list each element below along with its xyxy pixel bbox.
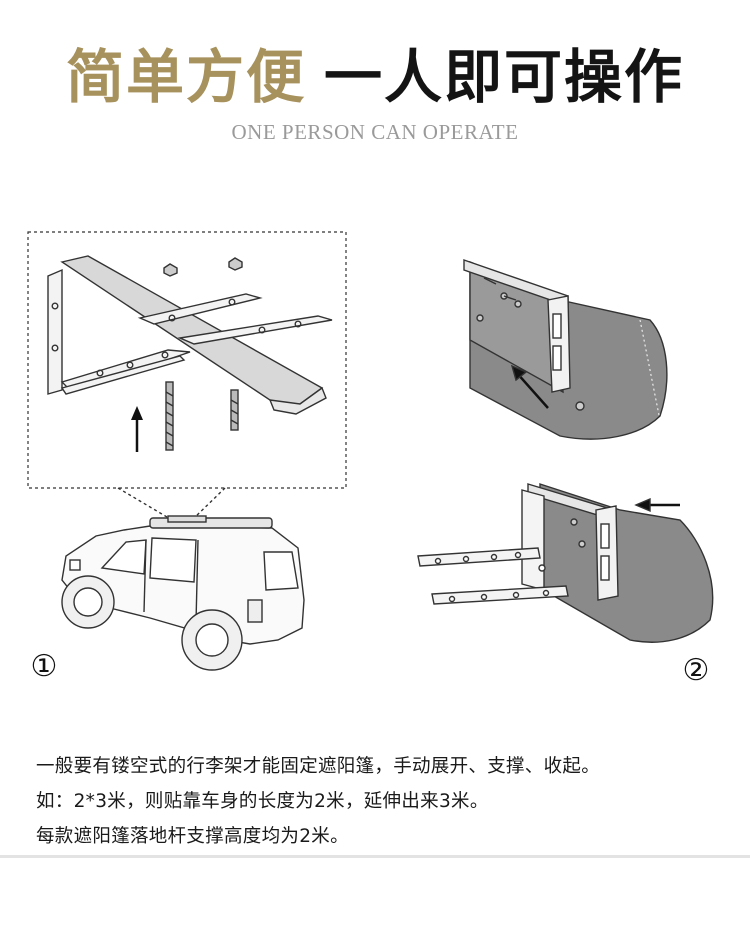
caption-line-2: 如：2*3米，则贴靠车身的长度为2米，延伸出来3米。 xyxy=(36,791,489,812)
car-illustration xyxy=(61,515,305,671)
bracket-detail-illustration xyxy=(27,231,347,521)
divider xyxy=(0,855,750,858)
subtitle: ONE PERSON CAN OPERATE xyxy=(231,120,519,144)
awning-mount-illustration xyxy=(463,259,668,440)
headline: 简单方便一人即可操作 xyxy=(0,42,750,112)
installation-diagram: ① ② xyxy=(27,231,714,688)
headline-dark: 一人即可操作 xyxy=(324,43,685,111)
awning-bracket-illustration xyxy=(417,483,714,643)
step-number-2: ② xyxy=(683,653,710,688)
caption-line-1: 一般要有镂空式的行李架才能固定遮阳篷，手动展开、支撑、收起。 xyxy=(36,756,601,777)
caption-line-3: 每款遮阳篷落地杆支撑高度均为2米。 xyxy=(36,826,349,847)
headline-gold: 简单方便 xyxy=(65,43,306,111)
step-number-1: ① xyxy=(31,649,58,684)
